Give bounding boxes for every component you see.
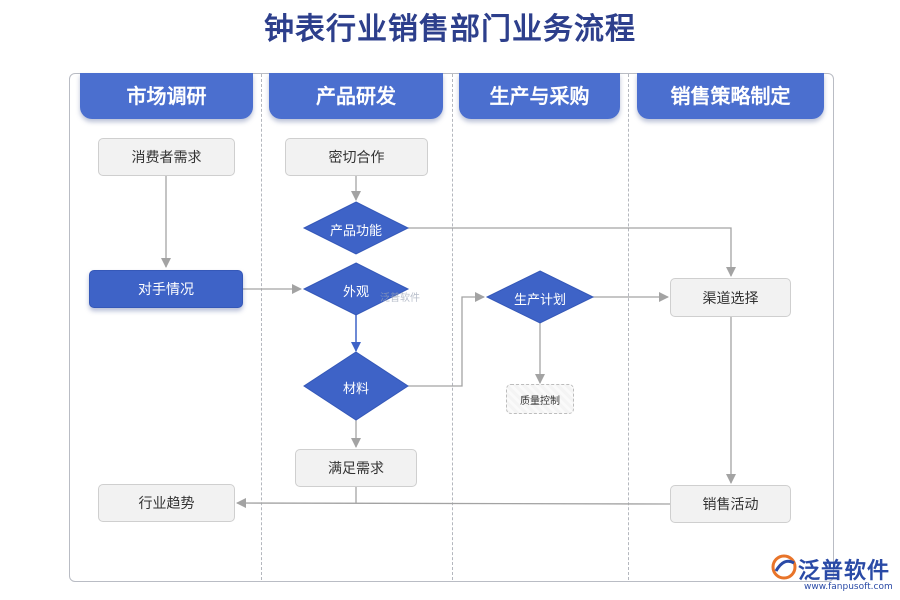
lane-header-product-development: 产品研发 <box>269 73 443 119</box>
lane-divider <box>261 74 262 580</box>
lane-divider <box>452 74 453 580</box>
lane-header-market-research: 市场调研 <box>80 73 253 119</box>
watermark: 泛普软件 <box>380 293 420 304</box>
diamond-appearance <box>302 262 410 316</box>
diagram-title: 钟表行业销售部门业务流程 <box>264 12 636 47</box>
logo-name: 泛普软件 <box>798 559 891 584</box>
label-material: 材料 <box>342 382 369 397</box>
diamond-material <box>303 351 409 421</box>
label-production-plan: 生产计划 <box>513 293 566 308</box>
node-consumer-demand: 消费者需求 <box>98 138 235 176</box>
node-sales-activity: 销售活动 <box>670 485 791 523</box>
label-product-function: 产品功能 <box>329 224 382 239</box>
lane-header-sales-strategy: 销售策略制定 <box>637 73 824 119</box>
arrow-material-to-plan <box>408 292 485 387</box>
arrow-sales-to-trend <box>236 498 671 509</box>
node-channel-selection: 渠道选择 <box>670 278 791 317</box>
lane-divider <box>628 74 629 580</box>
node-competitor: 对手情况 <box>89 270 243 308</box>
logo-url: www.fanpusoft.com <box>804 582 893 592</box>
label-appearance: 外观 <box>342 285 369 300</box>
logo-icon <box>771 554 797 580</box>
node-quality-control: 质量控制 <box>506 384 574 414</box>
node-cooperation: 密切合作 <box>285 138 428 176</box>
node-meet-demand: 满足需求 <box>295 449 417 487</box>
diamond-production-plan <box>485 270 595 324</box>
node-industry-trend: 行业趋势 <box>98 484 235 522</box>
diamond-product-function <box>302 201 410 255</box>
brand-logo: 泛普软件 www.fanpusoft.com <box>770 553 894 597</box>
lane-header-production-purchasing: 生产与采购 <box>459 73 620 119</box>
arrow-function-to-channel <box>408 227 736 277</box>
